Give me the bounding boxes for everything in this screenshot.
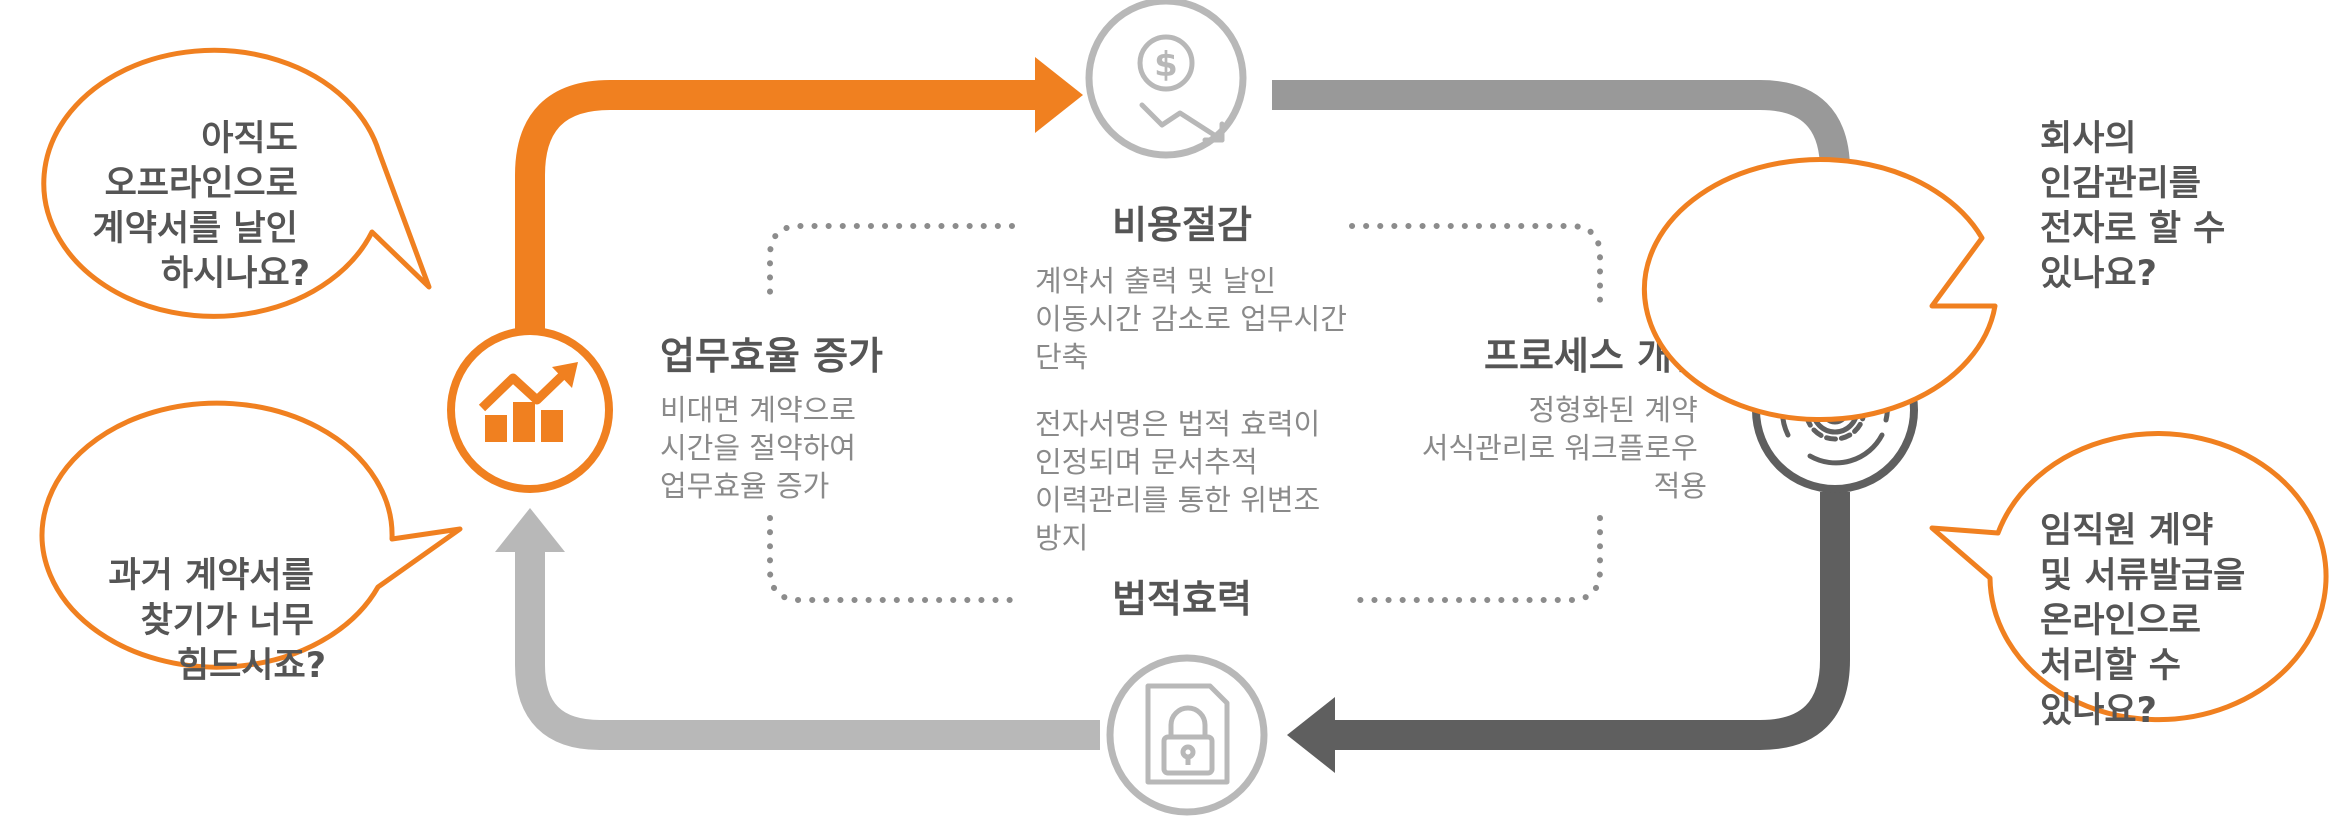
arrowhead-orange: [1035, 57, 1083, 133]
process-line: 서식관리로 워크플로우: [1422, 431, 1698, 465]
process-text: 정형화된 계약 서식관리로 워크플로우 적용: [1422, 393, 1707, 503]
legal-line: 전자서명은 법적 효력이: [1035, 407, 1320, 441]
bubble-line: 힘드시죠?: [177, 646, 326, 686]
node-legal: [1106, 654, 1268, 816]
bubble-line: 오프라인으로: [105, 164, 298, 204]
bubble-top-left-text: 아직도 오프라인으로 계약서를 날인 하시나요?: [92, 119, 310, 294]
process-line: 정형화된 계약: [1528, 393, 1697, 427]
efficiency-line: 비대면 계약으로: [660, 393, 856, 427]
bubble-line: 아직도: [201, 119, 298, 159]
bubble-top-right: 회사의 인감관리를 전자로 할 수 있나요?: [1641, 119, 2238, 423]
bubble-line: 및 서류발급을: [2040, 556, 2245, 596]
arrowhead-gray-light: [495, 508, 565, 552]
svg-text:$: $: [1154, 45, 1178, 85]
bubble-bottom-right-text: 임직원 계약 및 서류발급을 온라인으로 처리할 수 있나요?: [2040, 511, 2258, 731]
bubble-line: 찾기가 너무: [141, 601, 314, 641]
efficiency-line: 시간을 절약하여: [660, 431, 856, 465]
node-efficiency: [447, 327, 613, 493]
cost-line: 이동시간 감소로 업무시간: [1035, 302, 1347, 336]
bubble-line: 과거 계약서를: [108, 556, 313, 596]
bubble-line: 인감관리를: [2040, 164, 2201, 204]
bubble-bottom-left: 과거 계약서를 찾기가 너무 힘드시죠?: [39, 400, 463, 686]
arrow-efficiency-to-cost: [515, 80, 1050, 330]
legal-title: 법적효력: [1112, 577, 1252, 621]
bubble-line: 처리할 수: [2040, 646, 2181, 686]
bubble-line: 있나요?: [2040, 254, 2157, 294]
bubble-line: 있나요?: [2040, 691, 2157, 731]
growth-chart-icon: [478, 362, 578, 442]
arrow-process-to-legal: [1325, 492, 1850, 750]
bubble-line: 계약서를 날인: [92, 209, 297, 249]
bubble-line: 온라인으로: [2040, 601, 2201, 641]
legal-line: 이력관리를 통한 위변조: [1035, 483, 1320, 517]
legal-line: 인정되며 문서추적: [1035, 445, 1258, 479]
node-cost: $: [1085, 0, 1247, 159]
bubble-top-left: 아직도 오프라인으로 계약서를 날인 하시나요?: [41, 47, 432, 319]
dotted-frame: [767, 223, 1603, 603]
cost-title: 비용절감: [1112, 203, 1252, 247]
process-line: 적용: [1654, 469, 1707, 503]
bubble-top-right-text: 회사의 인감관리를 전자로 할 수 있나요?: [2040, 119, 2238, 294]
bubble-bottom-left-text: 과거 계약서를 찾기가 너무 힘드시죠?: [108, 556, 326, 686]
efficiency-line: 업무효율 증가: [660, 469, 829, 503]
bubble-line: 하시나요?: [161, 254, 310, 294]
legal-line: 방지: [1035, 521, 1088, 555]
efficiency-text: 비대면 계약으로 시간을 절약하여 업무효율 증가: [660, 393, 865, 503]
dollar-down-icon: $: [1137, 34, 1225, 143]
bubble-line: 전자로 할 수: [2040, 209, 2225, 249]
arrow-legal-to-efficiency: [515, 548, 1100, 750]
lock-document-icon: [1145, 683, 1230, 785]
arrowhead-gray-dark: [1287, 697, 1335, 773]
bubble-bottom-right: 임직원 계약 및 서류발급을 온라인으로 처리할 수 있나요?: [1929, 431, 2329, 731]
cost-text: 계약서 출력 및 날인 이동시간 감소로 업무시간 단축: [1035, 264, 1356, 374]
bubble-line: 회사의: [2040, 119, 2137, 159]
bubble-line: 임직원 계약: [2040, 511, 2213, 551]
efficiency-title: 업무효율 증가: [660, 334, 883, 378]
cost-line: 단축: [1035, 340, 1088, 374]
legal-text: 전자서명은 법적 효력이 인정되며 문서추적 이력관리를 통한 위변조 방지: [1035, 407, 1329, 555]
cost-line: 계약서 출력 및 날인: [1035, 264, 1276, 298]
